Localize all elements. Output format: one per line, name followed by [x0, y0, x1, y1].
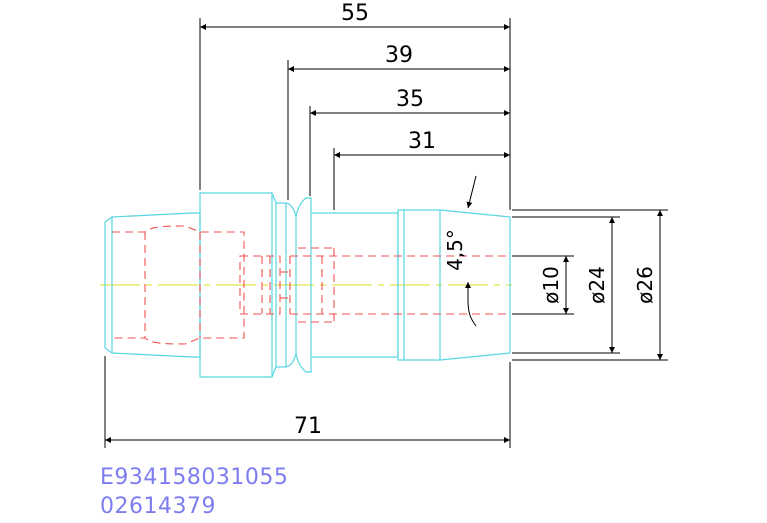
dim-label-31: 31 [408, 129, 436, 154]
part-code: E934158031055 [100, 465, 289, 490]
dim-label-angle: 4,5° [443, 229, 467, 271]
dim-label-55: 55 [341, 1, 369, 26]
dim-label-71: 71 [294, 414, 322, 439]
part-outline [104, 192, 511, 378]
hidden-lines [112, 225, 510, 345]
part-number: 02614379 [100, 494, 216, 519]
dim-label-39: 39 [385, 43, 413, 68]
dim-label-dia24: ø24 [585, 266, 609, 304]
dim-label-dia26: ø26 [633, 266, 657, 304]
dimension-lines [104, 18, 668, 448]
dimension-labels: 55 39 35 31 71 4,5° ø10 ø24 ø26 [294, 1, 657, 439]
dim-label-dia10: ø10 [539, 266, 563, 304]
dim-label-35: 35 [396, 87, 424, 112]
